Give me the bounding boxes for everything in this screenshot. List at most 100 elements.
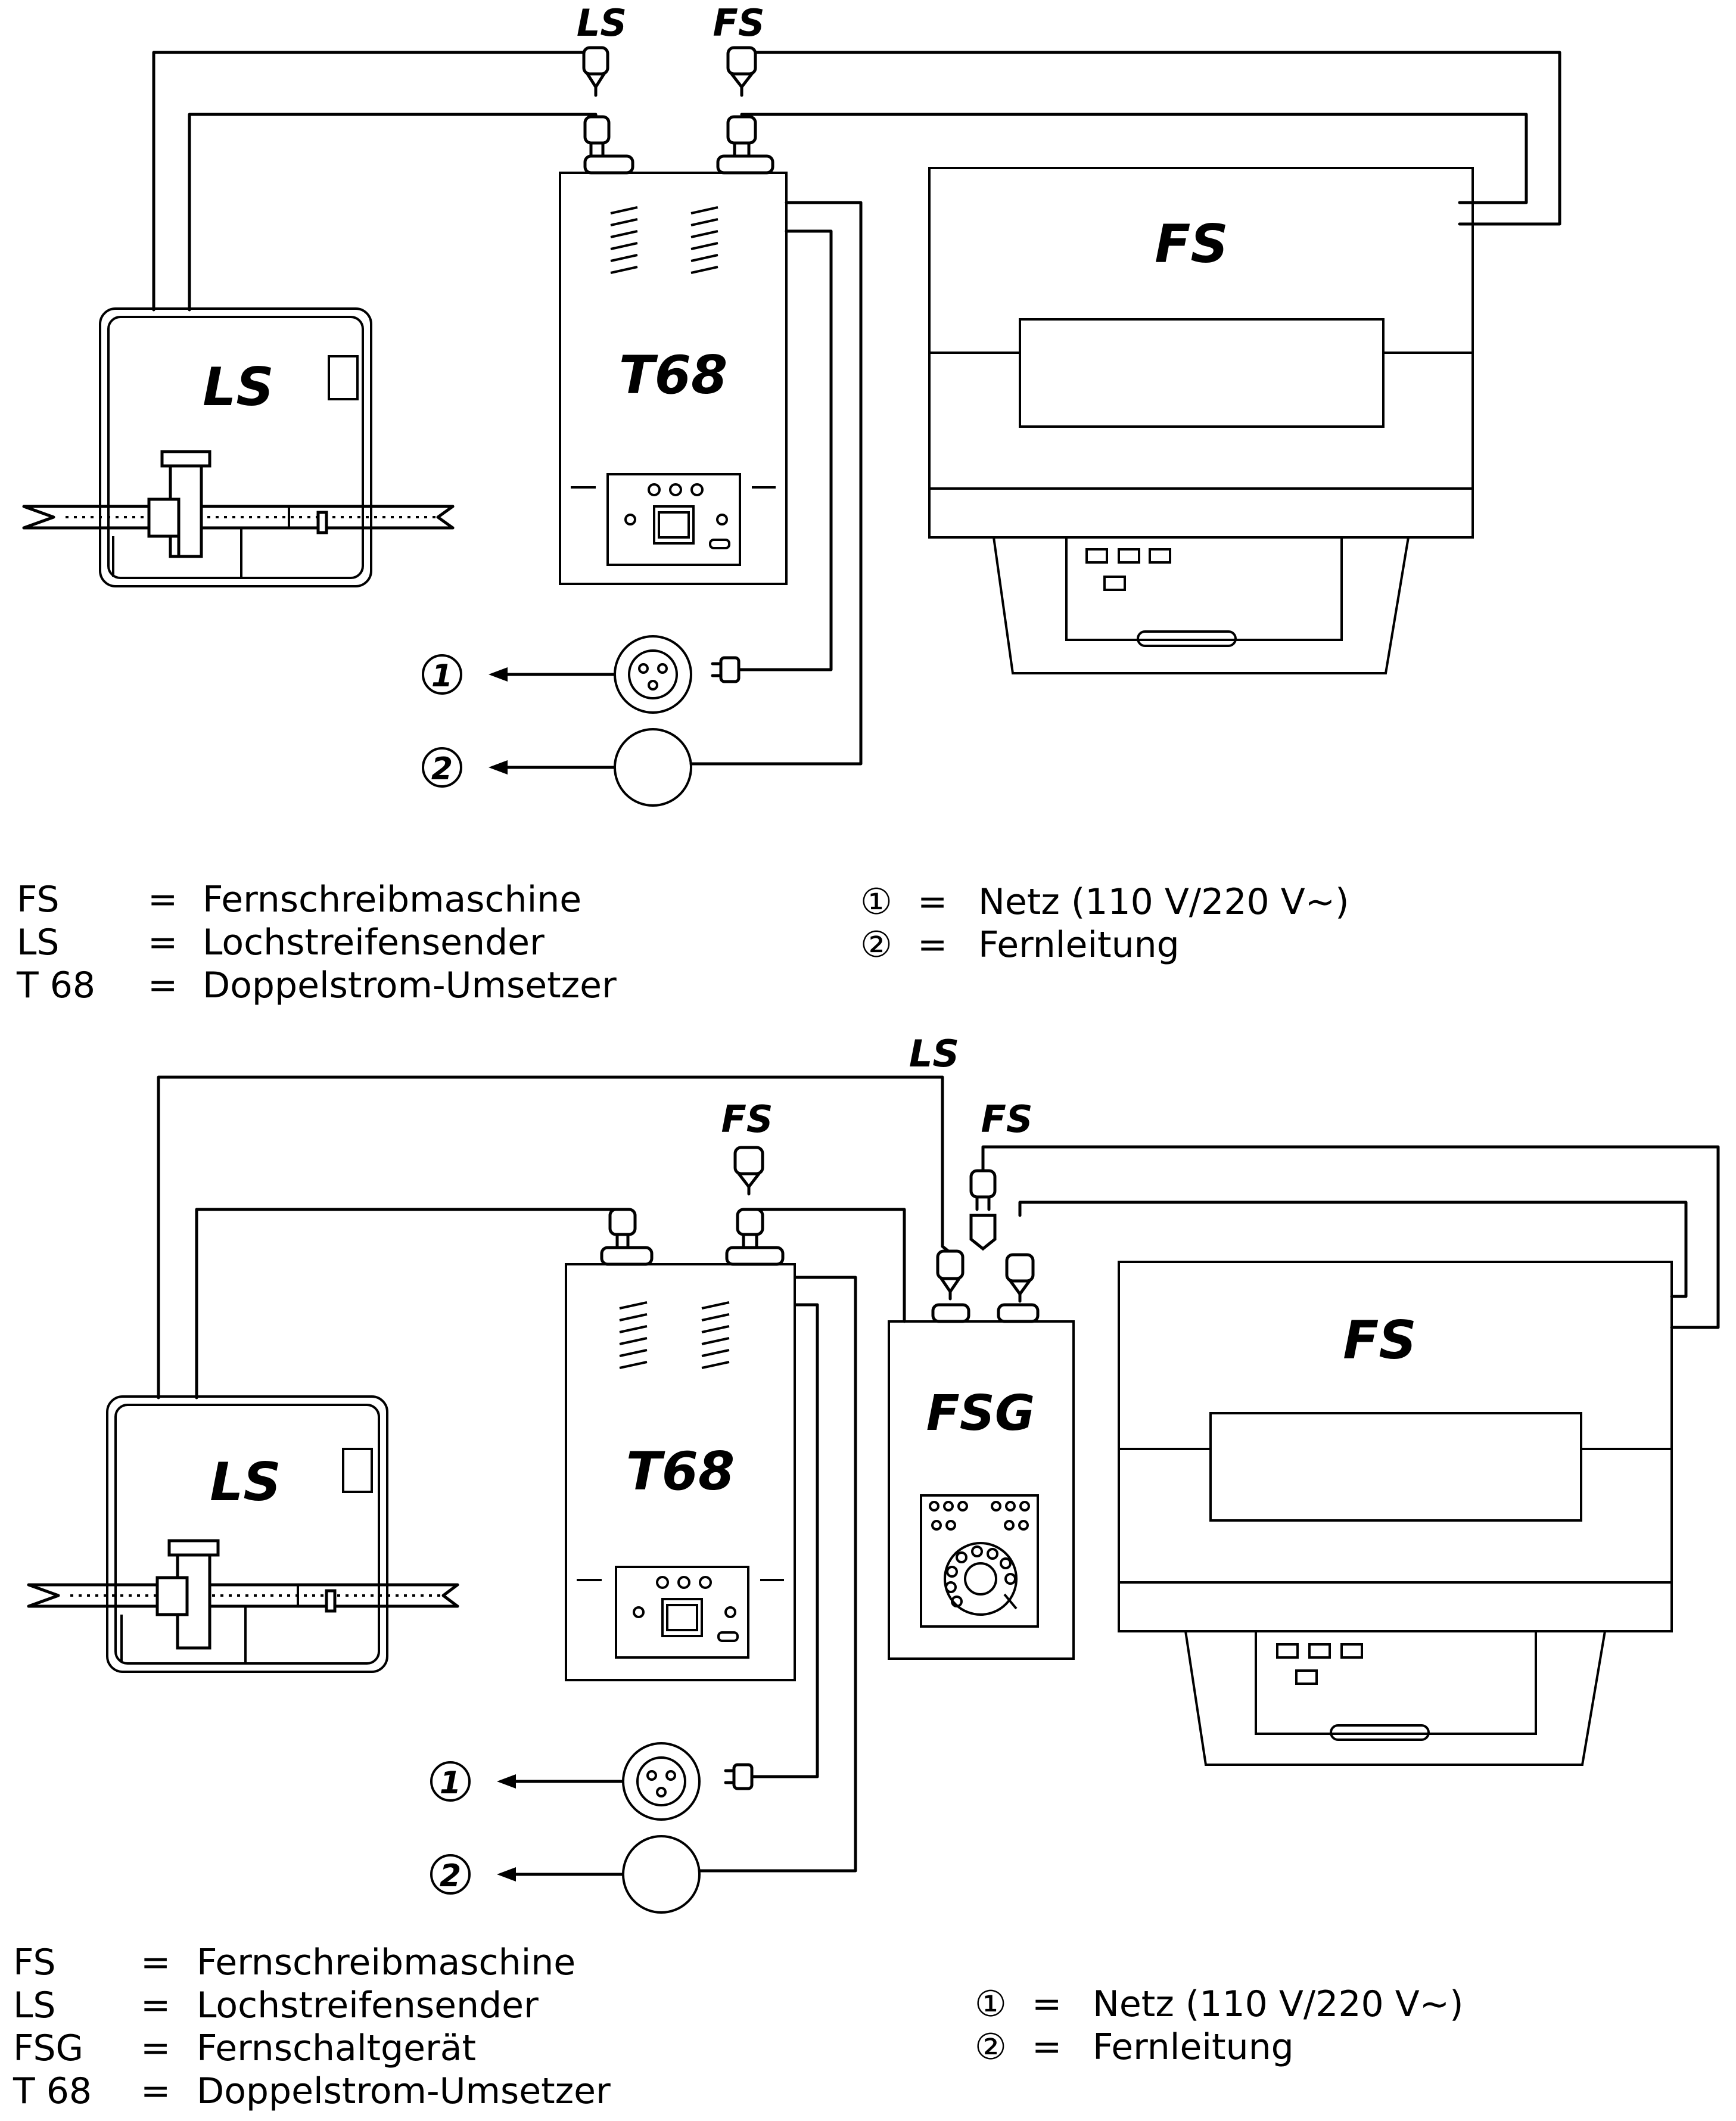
tape-arrow-left bbox=[22, 505, 55, 530]
tape-arrow-left bbox=[27, 1583, 60, 1608]
device-fs: FS bbox=[928, 167, 1474, 674]
arrow-mains: 1 bbox=[422, 654, 615, 695]
device-label-fsg: FSG bbox=[926, 1385, 1035, 1442]
plug-fs-hanging bbox=[726, 46, 757, 97]
legend-abbr: T 68 bbox=[16, 965, 95, 1006]
cables bbox=[152, 51, 1561, 766]
legend-eq: = bbox=[141, 1985, 170, 2026]
legend-abbr: FS bbox=[13, 1942, 56, 1983]
socket-number-1: 1 bbox=[440, 1765, 461, 1801]
legend-text: Fernleitung bbox=[1093, 2026, 1294, 2068]
plug-label-fs-fsg: FS bbox=[981, 1097, 1032, 1141]
plug-ls-hanging bbox=[582, 46, 609, 97]
legend-text: Netz (110 V/220 V∼) bbox=[1093, 1983, 1463, 2025]
legend-text: Fernschaltgerät bbox=[197, 2027, 476, 2069]
cable-fsg-fs-outer bbox=[981, 1145, 1720, 1329]
legend-eq: = bbox=[141, 2027, 170, 2069]
cable-fs-outer bbox=[740, 51, 1561, 226]
plug-label-ls: LS bbox=[909, 1032, 959, 1075]
device-label-t68: T68 bbox=[619, 344, 728, 406]
legend-text: Lochstreifensender bbox=[203, 922, 545, 963]
legend-abbr: FS bbox=[17, 879, 60, 920]
legend-symbol: ① bbox=[975, 1983, 1007, 2025]
legend-1-left: FS = Fernschreibmaschine LS = Lochstreif… bbox=[16, 879, 617, 1006]
socket-number-2: 2 bbox=[431, 751, 453, 787]
plug-label-ls: LS bbox=[577, 1, 627, 45]
cable-ls-outer bbox=[152, 51, 598, 312]
cable-t68-mains bbox=[737, 229, 833, 671]
device-label-fs: FS bbox=[1343, 1310, 1417, 1371]
socket-line bbox=[614, 728, 692, 807]
legend-eq: = bbox=[141, 1942, 170, 1983]
legend-symbol: ② bbox=[860, 924, 892, 966]
legend-eq: = bbox=[141, 2070, 170, 2112]
device-t68: T68 bbox=[565, 1246, 796, 1681]
plug-fsg-fs bbox=[1005, 1253, 1035, 1303]
legend-abbr: T 68 bbox=[13, 2070, 92, 2112]
legend-text: Lochstreifensender bbox=[197, 1985, 539, 2026]
legend-text: Netz (110 V/220 V∼) bbox=[978, 881, 1349, 923]
device-ls: LS bbox=[22, 307, 455, 587]
plug-t68-right bbox=[726, 115, 757, 158]
socket-line bbox=[622, 1835, 701, 1914]
socket-mains bbox=[622, 1742, 754, 1821]
cable-t68-fsg bbox=[751, 1208, 906, 1323]
plug-label-fs-t68: FS bbox=[721, 1097, 773, 1141]
legend-2-right: ① = Netz (110 V/220 V∼) ② = Fernleitung bbox=[975, 1983, 1463, 2068]
plug-t68-left bbox=[583, 115, 611, 158]
device-ls: LS bbox=[27, 1395, 459, 1673]
legend-text: Fernschreibmaschine bbox=[197, 1942, 575, 1983]
socket-number-1: 1 bbox=[431, 658, 453, 694]
legend-eq: = bbox=[148, 879, 178, 920]
legend-eq: = bbox=[148, 922, 178, 963]
legend-1-right: ① = Netz (110 V/220 V∼) ② = Fernleitung bbox=[860, 881, 1349, 966]
arrow-line: 2 bbox=[430, 1854, 624, 1895]
legend-text: Fernschreibmaschine bbox=[203, 879, 581, 920]
device-label-fs: FS bbox=[1155, 213, 1228, 275]
device-label-t68: T68 bbox=[626, 1441, 735, 1502]
legend-eq: = bbox=[917, 881, 947, 923]
arrow-line: 2 bbox=[422, 747, 615, 788]
diagram-2: LS FS FS bbox=[13, 1032, 1720, 2112]
legend-abbr: LS bbox=[13, 1985, 56, 2026]
diagram-1: LS FS bbox=[16, 1, 1561, 1006]
cable-ls-inner bbox=[195, 1208, 624, 1400]
legend-abbr: LS bbox=[17, 922, 60, 963]
socket-number-2: 2 bbox=[440, 1858, 461, 1894]
socket-mains bbox=[614, 635, 741, 714]
plug-t68-right bbox=[736, 1208, 764, 1249]
device-fs: FS bbox=[1118, 1261, 1673, 1766]
cable-ls-outer bbox=[157, 1075, 950, 1400]
cables bbox=[157, 1075, 1720, 1873]
legend-eq: = bbox=[917, 924, 947, 966]
legend-text: Fernleitung bbox=[978, 924, 1180, 966]
device-fsg: FSG bbox=[888, 1303, 1075, 1660]
plug-fs-hanging bbox=[733, 1146, 764, 1196]
device-t68: T68 bbox=[559, 154, 788, 585]
legend-eq: = bbox=[1032, 1983, 1062, 2025]
legend-text: Doppelstrom-Umsetzer bbox=[203, 965, 617, 1006]
legend-eq: = bbox=[148, 965, 178, 1006]
dial bbox=[944, 1542, 1018, 1616]
cable-fsg-fs-inner bbox=[1018, 1201, 1688, 1298]
cable-ls-inner bbox=[188, 113, 598, 312]
cable-t68-line bbox=[698, 1276, 857, 1873]
legend-2-left: FS = Fernschreibmaschine LS = Lochstreif… bbox=[13, 1942, 611, 2112]
legend-eq: = bbox=[1032, 2026, 1062, 2068]
legend-abbr: FSG bbox=[13, 2027, 83, 2069]
plug-fsg-fs-hanging bbox=[969, 1169, 997, 1251]
cable-t68-line bbox=[689, 201, 863, 766]
plug-label-fs: FS bbox=[713, 1, 764, 45]
legend-symbol: ① bbox=[860, 881, 892, 923]
device-label-ls: LS bbox=[203, 356, 273, 418]
plug-fsg-ls bbox=[936, 1249, 965, 1301]
device-label-ls: LS bbox=[210, 1451, 281, 1513]
vent-slots bbox=[610, 206, 718, 274]
cable-t68-mains bbox=[750, 1303, 819, 1778]
arrow-mains: 1 bbox=[430, 1761, 624, 1802]
vent-slots bbox=[619, 1301, 730, 1369]
cable-fs-inner bbox=[740, 113, 1528, 204]
legend-text: Doppelstrom-Umsetzer bbox=[197, 2070, 611, 2112]
legend-symbol: ② bbox=[975, 2026, 1007, 2068]
